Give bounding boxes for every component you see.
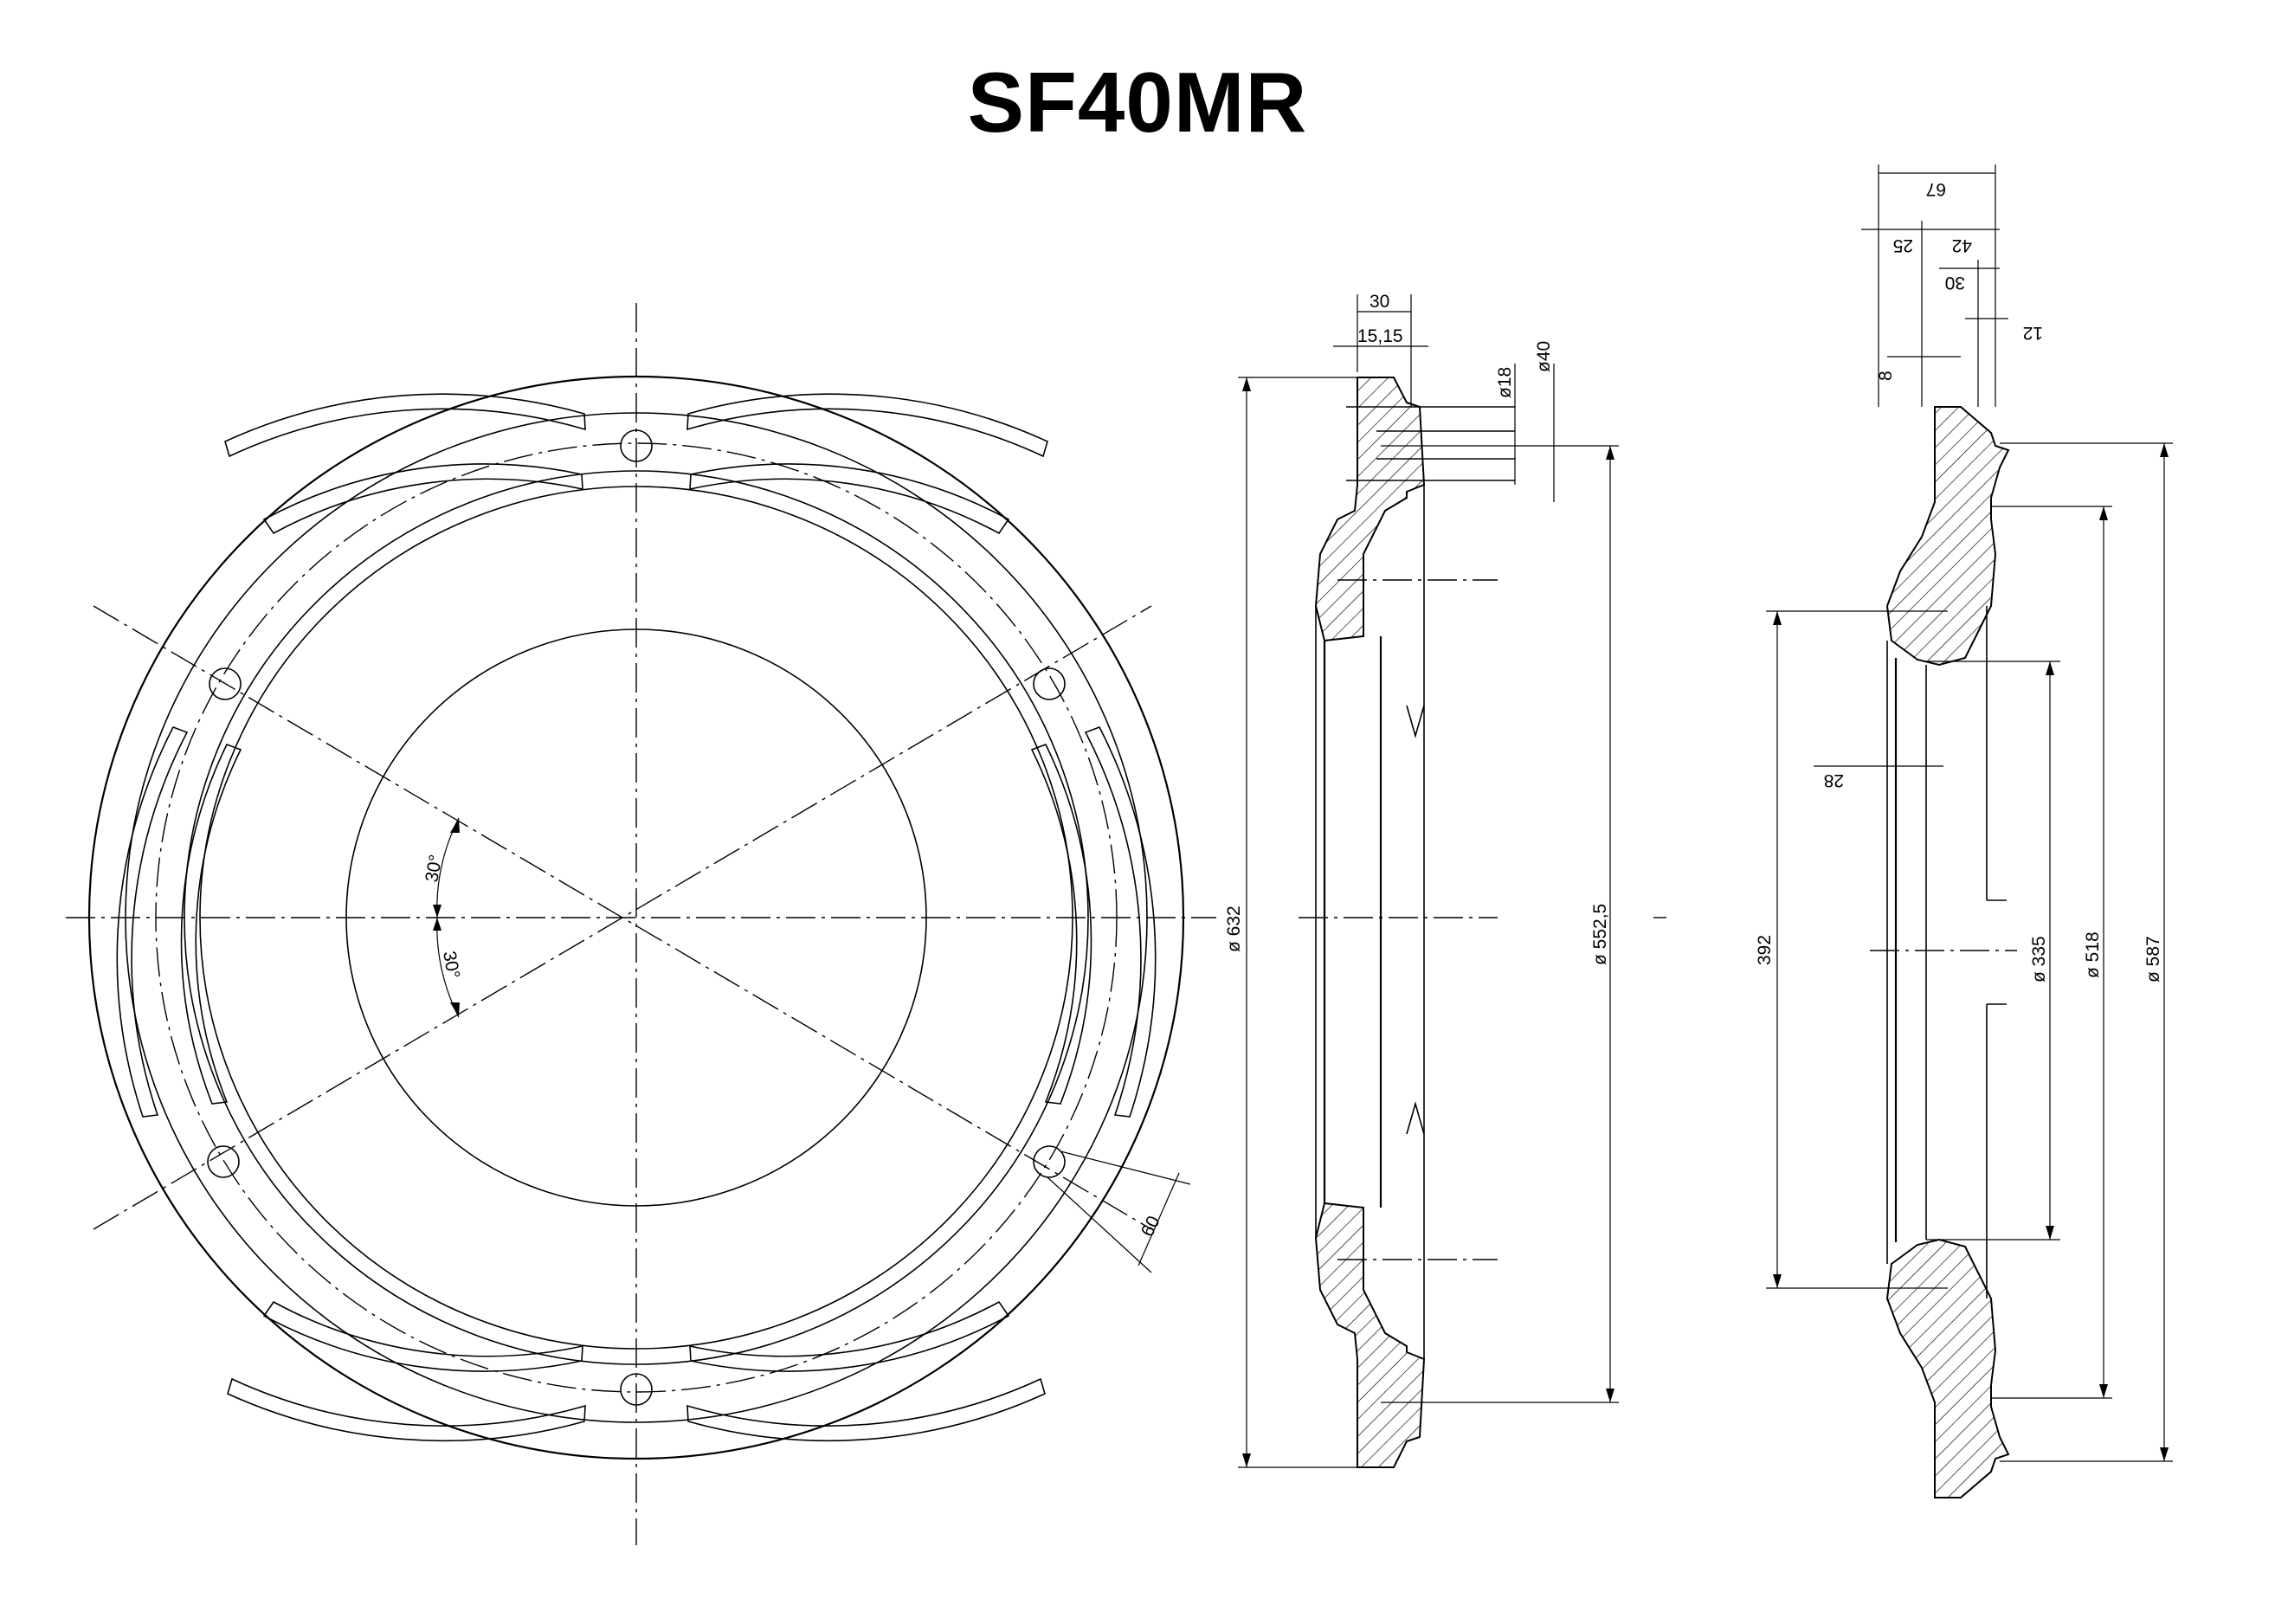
inner-slots — [180, 463, 1092, 1372]
dim-60-line — [1138, 1172, 1180, 1266]
bolt-hole-bottom — [620, 1373, 653, 1406]
dim-bolt-circle: ø 552,5 — [1590, 904, 1610, 965]
diagonal-centerline-2 — [93, 605, 1152, 1230]
dim-67: 67 — [1926, 179, 1946, 199]
inner-bore — [345, 628, 927, 1207]
dim-30: 30 — [1945, 273, 1965, 293]
ring-4 — [199, 486, 1073, 1350]
dim-hole-18: ø18 — [1495, 367, 1515, 398]
dim-width-15-15: 15,15 — [1357, 326, 1403, 346]
dim-392: 392 — [1755, 935, 1775, 965]
bolt-hole-upper-right — [1033, 667, 1066, 700]
dim-518: ø 518 — [2083, 931, 2103, 978]
outer-ring — [87, 375, 1185, 1460]
dim-hole-40: ø40 — [1534, 341, 1554, 372]
dim-60-ext-1 — [1060, 1150, 1191, 1185]
dim-60-ext-2 — [1047, 1176, 1152, 1273]
bolt-hole-upper-left — [209, 667, 242, 700]
angle-label-2: 30° — [439, 950, 463, 980]
bolt-circle — [155, 442, 1118, 1393]
ring-3 — [184, 470, 1089, 1365]
angle-label-1: 30° — [422, 854, 446, 884]
bolt-hole-lower-right — [1033, 1145, 1066, 1178]
section-b-upper-profile — [1885, 406, 2010, 667]
outer-slots — [116, 393, 1157, 1442]
dim-42: 42 — [1952, 235, 1972, 255]
dim-587: ø 587 — [2143, 936, 2163, 983]
front-view: 30° 30° 60 — [66, 303, 1216, 1545]
section-view-b: 67 25 42 30 12 8 28 392 ø 335 ø 518 — [1755, 164, 2173, 1498]
section-view-a: 30 15,15 ø18 ø40 ø 632 ø 552,5 — [1224, 292, 1666, 1468]
bolt-hole-lower-left — [207, 1145, 240, 1178]
bolt-hole-top — [620, 429, 653, 462]
dim-outer-diameter: ø 632 — [1224, 905, 1244, 952]
ring-2 — [125, 412, 1148, 1423]
dim-8: 8 — [1876, 371, 1896, 381]
section-a-upper-profile — [1314, 377, 1426, 642]
dim-28: 28 — [1824, 770, 1844, 790]
dim-25: 25 — [1893, 235, 1913, 255]
drawing-title: SF40MR — [967, 55, 1308, 150]
section-a-lower-profile — [1314, 1202, 1426, 1468]
section-b-lower-profile — [1885, 1238, 2010, 1498]
dim-12: 12 — [2023, 323, 2043, 343]
dim-335: ø 335 — [2029, 936, 2049, 983]
dim-width-30: 30 — [1370, 292, 1389, 312]
